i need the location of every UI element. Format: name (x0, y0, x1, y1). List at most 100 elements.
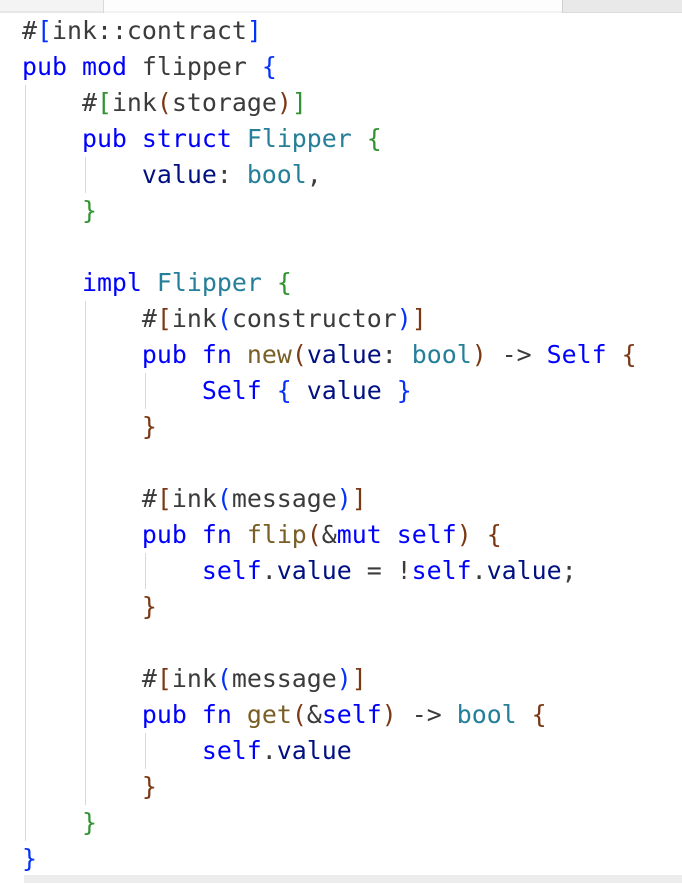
code-token: & (306, 700, 322, 729)
code-line[interactable]: #[ink(constructor)] (0, 301, 682, 337)
indent-guide (25, 517, 26, 553)
code-line[interactable]: pub fn flip(&mut self) { (0, 517, 682, 553)
indent-guide (25, 445, 26, 481)
code-token: { (486, 520, 502, 549)
code-line[interactable]: pub fn get(&self) -> bool { (0, 697, 682, 733)
indent-guide (25, 553, 26, 589)
code-token (22, 268, 82, 297)
code-token: } (141, 772, 157, 801)
indent-guide (85, 481, 86, 517)
code-line[interactable]: impl Flipper { (0, 265, 682, 301)
code-token: } (141, 592, 157, 621)
indent-guide (25, 805, 26, 841)
code-token: bool (246, 160, 307, 189)
code-line[interactable]: } (0, 841, 682, 877)
code-token (232, 340, 247, 369)
code-token: value (276, 736, 352, 765)
code-token: ) (471, 340, 487, 369)
code-token: flipper (126, 52, 262, 81)
code-line[interactable]: #[ink(storage)] (0, 85, 682, 121)
code-line[interactable]: } (0, 769, 682, 805)
code-token: ) (276, 88, 292, 117)
code-line[interactable]: self.value = !self.value; (0, 553, 682, 589)
code-token (22, 124, 82, 153)
code-line[interactable]: pub fn new(value: bool) -> Self { (0, 337, 682, 373)
indent-guide (85, 373, 86, 409)
code-token: Flipper (246, 124, 352, 153)
code-token: pub (22, 52, 67, 81)
code-token: } (22, 844, 37, 873)
code-token (187, 340, 202, 369)
tab-bar-middle-segment (104, 0, 562, 13)
code-token (382, 520, 397, 549)
code-token: Self (546, 340, 607, 369)
code-line[interactable]: pub mod flipper { (0, 49, 682, 85)
code-token: ] (291, 88, 307, 117)
code-token: & (321, 520, 337, 549)
code-line[interactable]: value: bool, (0, 157, 682, 193)
code-token: { (621, 340, 637, 369)
code-line[interactable]: } (0, 805, 682, 841)
code-token: ( (216, 484, 232, 513)
code-line[interactable]: #[ink(message)] (0, 481, 682, 517)
code-token: ( (156, 88, 172, 117)
code-token: # (22, 304, 157, 333)
code-line[interactable]: Self { value } (0, 373, 682, 409)
code-line[interactable]: pub struct Flipper { (0, 121, 682, 157)
code-token (22, 772, 142, 801)
code-line[interactable]: #[ink::contract] (0, 13, 682, 49)
code-token (22, 376, 202, 405)
code-token: : (216, 160, 247, 189)
code-token: new (246, 340, 292, 369)
code-token: ( (291, 700, 307, 729)
code-line[interactable]: } (0, 193, 682, 229)
code-token: ) (336, 664, 352, 693)
code-token: ink (171, 304, 217, 333)
code-line[interactable] (0, 229, 682, 265)
indent-guide (25, 409, 26, 445)
code-token: # (22, 664, 157, 693)
code-token (262, 268, 277, 297)
indent-guide (85, 337, 86, 373)
indent-guide (25, 589, 26, 625)
code-token: mod (81, 52, 127, 81)
code-line[interactable] (0, 445, 682, 481)
code-token: pub (141, 700, 187, 729)
code-token: } (141, 412, 157, 441)
code-token (472, 520, 487, 549)
code-token: ] (351, 664, 367, 693)
indent-guide (85, 589, 86, 625)
code-token: ( (291, 340, 307, 369)
code-token: { (276, 376, 292, 405)
indent-guide (25, 337, 26, 373)
code-token (22, 700, 142, 729)
code-token: pub (141, 340, 187, 369)
code-token: pub (81, 124, 127, 153)
code-line[interactable]: #[ink(message)] (0, 661, 682, 697)
indent-guide (25, 265, 26, 301)
code-token: self (201, 736, 262, 765)
code-token: impl (81, 268, 142, 297)
code-line[interactable] (0, 625, 682, 661)
code-token: struct (141, 124, 232, 153)
code-token: = ! (351, 556, 412, 585)
code-token: { (531, 700, 547, 729)
code-token: ink::contract (52, 16, 247, 45)
code-editor[interactable]: #[ink::contract]pub mod flipper { #[ink(… (0, 13, 682, 877)
code-token: ( (216, 304, 232, 333)
code-line[interactable]: } (0, 409, 682, 445)
indent-guide (85, 625, 86, 661)
indent-guide (85, 553, 86, 589)
code-token (232, 520, 247, 549)
code-token: ( (216, 664, 232, 693)
code-line[interactable]: self.value (0, 733, 682, 769)
indent-guide (25, 193, 26, 229)
code-token: fn (201, 520, 232, 549)
code-line[interactable]: } (0, 589, 682, 625)
code-token: ink (171, 664, 217, 693)
code-token: [ (37, 16, 52, 45)
indent-guide (145, 553, 146, 589)
code-token: ) (456, 520, 472, 549)
horizontal-scrollbar[interactable] (24, 875, 682, 883)
code-token: # (22, 88, 97, 117)
